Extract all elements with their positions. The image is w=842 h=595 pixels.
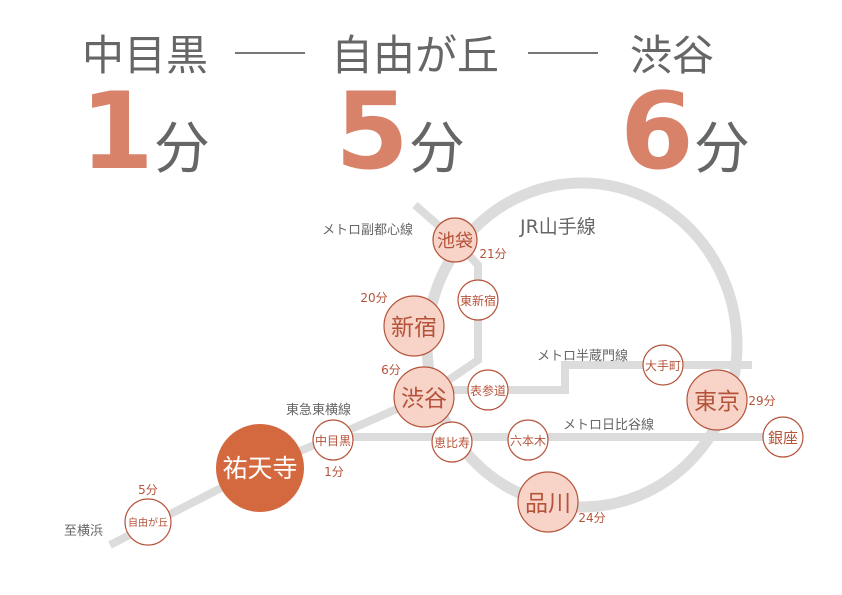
station-name: 東京 [694,389,740,415]
dest-shibuya: 渋谷 [629,31,714,80]
station-name: 東新宿 [460,293,496,308]
minutes: 5 [335,70,409,193]
label-hibiya: メトロ日比谷線 [563,417,654,433]
station-name: 池袋 [437,231,473,252]
station-name: 渋谷 [401,386,447,412]
station-ginza [762,416,804,458]
home-station-name: 祐天寺 [222,454,297,483]
time-jiyugaoka: 5分 [290,70,510,193]
station-name: 新宿 [391,315,437,341]
station-name: 六本木 [510,434,546,448]
minutes: 1 [80,70,154,193]
station-roppongi [507,419,549,461]
label-yokohama: 至横浜 [64,524,103,539]
station-shinagawa [517,471,579,533]
label-fukutoshin: メトロ副都心線 [322,222,413,238]
station-name: 表参道 [470,383,506,398]
time-label: 29分 [748,394,775,408]
station-yutenji [216,424,304,512]
divider [235,52,305,54]
time-label: 20分 [360,291,387,305]
time-shibuya: 6分 [575,70,795,193]
minutes: 6 [620,70,694,193]
station-name: 大手町 [645,359,681,373]
station-name: 品川 [525,491,571,517]
station-jiyugaoka [124,498,172,546]
station-name: 自由が丘 [128,516,168,529]
label-toyoko: 東急東横線 [286,402,351,418]
station-shinjuku [383,295,445,357]
time-label: 5分 [138,483,158,497]
station-otemachi [642,344,684,386]
station-ikebukuro [432,217,478,263]
time-label: 1分 [324,465,344,479]
station-nakameguro [312,419,354,461]
station-shibuya [393,366,455,428]
dest-jiyugaoka: 自由が丘 [330,31,499,80]
time-label: 24分 [578,511,605,525]
divider [528,52,598,54]
station-higashishinjuku [457,279,499,321]
time-label: 21分 [479,247,506,261]
unit: 分 [153,117,210,182]
time-label: 6分 [381,363,401,377]
dest-nakameguro: 中目黒 [81,31,208,80]
label-hanzomon: メトロ半蔵門線 [537,348,628,364]
label-yamanote: JR山手線 [519,216,596,238]
station-tokyo [686,369,748,431]
unit: 分 [693,117,750,182]
unit: 分 [408,117,465,182]
station-name: 中目黒 [315,433,351,448]
station-omotesando [467,369,509,411]
station-name: 銀座 [768,429,798,447]
station-name: 恵比寿 [434,436,470,450]
station-ebisu [431,421,473,463]
time-nakameguro: 1分 [35,70,255,193]
